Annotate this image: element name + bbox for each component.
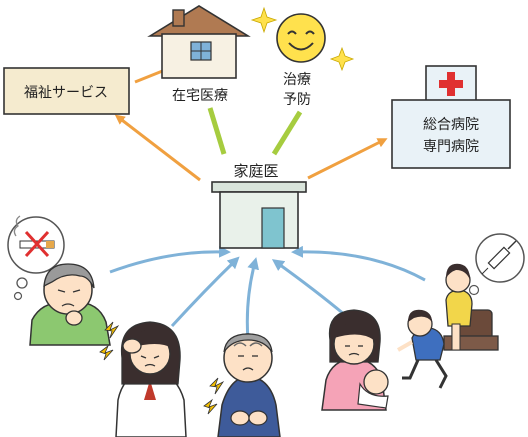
clinic-building [211, 181, 307, 249]
prevention-line2: 予防 [283, 92, 311, 108]
sparkle-icon [250, 6, 355, 72]
hospital-building: 総合病院 専門病院 [391, 65, 511, 169]
headache-icon [99, 321, 120, 361]
smiley-sun-icon [276, 13, 326, 63]
running-boy-figure [397, 309, 448, 389]
syringe-icon [481, 240, 517, 275]
smoking-thought-bubble [7, 215, 65, 301]
arrow-to-welfare [114, 114, 201, 182]
elderly-man-figure [217, 333, 281, 437]
prevention-line1: 治療 [283, 71, 311, 88]
home-care-label: 在宅医療 [172, 87, 228, 104]
welfare-label: 福祉サービス [24, 85, 108, 101]
no-smoking-icon [13, 215, 55, 258]
arrow-from-mother [271, 259, 346, 317]
green-link-prevention [271, 110, 303, 156]
welfare-services-box: 福祉サービス [3, 67, 130, 115]
smoker-man-figure [29, 263, 111, 346]
arrow-from-children [291, 245, 426, 282]
mother-baby-figure [321, 309, 389, 411]
vaccine-thought-bubble [462, 233, 525, 306]
arrow-to-hospital [307, 138, 388, 180]
hospital-line2: 専門病院 [423, 139, 479, 155]
arrow-from-smoker [109, 245, 231, 274]
green-link-home-care [207, 107, 227, 155]
connector-house-welfare [134, 68, 166, 84]
girl-headache-figure [115, 321, 187, 437]
red-cross-icon [439, 72, 463, 96]
arrow-from-elder [245, 257, 260, 341]
sitting-child-figure [443, 263, 499, 351]
house-icon [147, 5, 251, 79]
pain-icon [203, 377, 225, 415]
arrow-from-girl [170, 256, 240, 328]
hospital-line1: 総合病院 [423, 117, 479, 133]
center-label: 家庭医 [233, 162, 278, 180]
